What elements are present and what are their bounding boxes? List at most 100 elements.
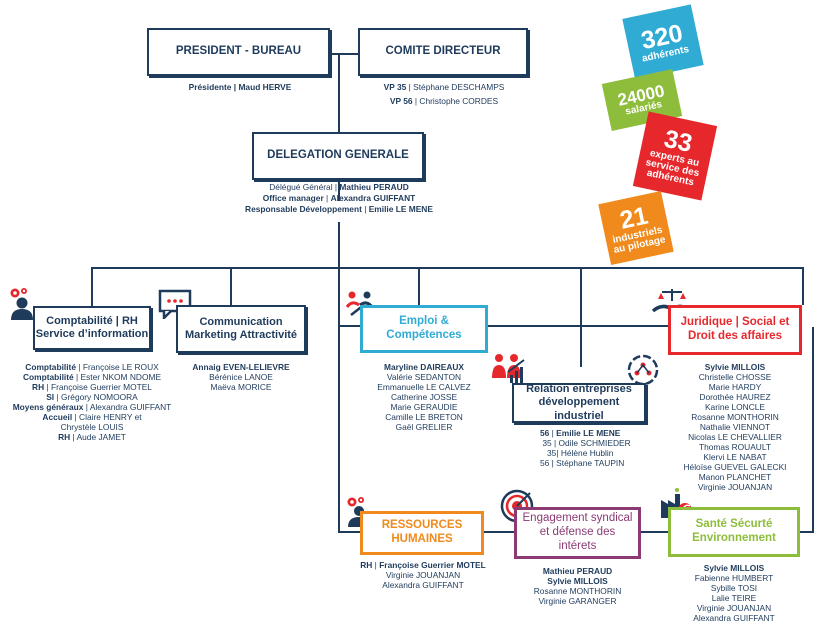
member-line: SI | Grégory NOMOORA xyxy=(46,392,138,402)
member-line: Christelle CHOSSE xyxy=(698,372,772,382)
rh-title: RESSOURCES HUMAINES xyxy=(381,519,463,545)
people-gears-icon xyxy=(10,288,33,320)
engagement-box: Engagement syndical et défense des intér… xyxy=(514,507,641,559)
line-delegation-down xyxy=(338,179,340,201)
member-line: Alexandra GUIFFANT xyxy=(693,613,775,623)
line-drop-communication xyxy=(230,267,232,305)
member-line: Sybille TOSI xyxy=(710,583,758,593)
member-line: Présidente | Maud HERVE xyxy=(188,82,292,92)
member-line: Office manager | Alexandra GUIFFANT xyxy=(262,193,416,203)
line-emploi-right xyxy=(488,325,668,327)
line-bottom-engagement-sante xyxy=(640,531,670,533)
network-gear-icon xyxy=(627,354,659,386)
line-to-emploi xyxy=(338,325,360,327)
member-line: Karine LONCLE xyxy=(704,402,766,412)
member-line: 35 | Odile SCHMIEDER xyxy=(542,438,631,448)
member-line: Thomas ROUAULT xyxy=(699,442,771,452)
member-line: 35| Hélène Hublin xyxy=(546,448,614,458)
member-line: Comptabilité | Ester NKOM NDOME xyxy=(22,372,162,382)
member-line: Alexandra GUIFFANT xyxy=(382,580,464,590)
member-line: Emmanuelle LE CALVEZ xyxy=(377,382,471,392)
member-line: 56 | Stéphane TAUPIN xyxy=(540,458,625,468)
member-line: Nathalie VIENNOT xyxy=(699,422,771,432)
member-line: Lalie TEIRE xyxy=(711,593,757,603)
relation-members: 56 | Emilie LE MENE 35 | Odile SCHMIEDER… xyxy=(540,428,650,468)
member-line: Sylvie MILLOIS xyxy=(547,576,608,586)
member-line: Sylvie MILLOIS xyxy=(703,563,765,573)
delegation-box: DELEGATION GENERALE xyxy=(252,132,424,180)
member-line: Maryline DAIREAUX xyxy=(383,362,465,372)
member-line: Héloïse GUEVEL GALECKI xyxy=(683,462,787,472)
delegation-members: Délégué Général | Mathieu PERAUD Office … xyxy=(222,182,456,215)
member-line: Responsable Développement | Emilie LE ME… xyxy=(245,204,433,214)
line-drop-emploi xyxy=(418,267,420,305)
communication-title: Communication Marketing Attractivité xyxy=(184,315,298,341)
emploi-title: Emploi & Compétences xyxy=(386,315,462,341)
relation-box: Relation entreprises développement indus… xyxy=(512,383,646,423)
communication-members: Annaig EVEN-LELIEVRE Bérénice LANOE Maëv… xyxy=(181,362,301,392)
member-line: Bérénice LANOE xyxy=(209,372,273,382)
member-line: Camille LE BRETON xyxy=(385,412,463,422)
member-line: Comptabilité | Françoise LE ROUX xyxy=(25,362,159,372)
line-main-horizontal xyxy=(91,267,803,269)
relation-title: Relation entreprises développement indus… xyxy=(526,383,632,422)
member-line: Accueil | Claire HENRY et xyxy=(42,412,142,422)
member-line: Maëva MORICE xyxy=(210,382,272,392)
member-line: Délégué Général | Mathieu PERAUD xyxy=(269,182,409,192)
engagement-title: Engagement syndical et défense des intér… xyxy=(522,512,633,552)
member-line: Nicolas LE CHEVALLIER xyxy=(688,432,782,442)
member-line: Mathieu PERAUD xyxy=(542,566,613,576)
compta-title: Comptabilité | RH Service d’information xyxy=(35,314,149,340)
delegation-title: DELEGATION GENERALE xyxy=(267,149,409,162)
member-line: Rosanne MONTHORIN xyxy=(533,586,622,596)
stat-experts-label: experts au service des adhérents xyxy=(644,147,701,188)
sante-members: Sylvie MILLOIS Fabienne HUMBERT Sybille … xyxy=(668,563,800,623)
member-line: Virginie JOUANJAN xyxy=(385,570,461,580)
rh-members: RH | Françoise Guerrier MOTEL Virginie J… xyxy=(350,560,496,590)
line-drop-compta xyxy=(91,267,93,307)
line-to-sante xyxy=(800,531,814,533)
member-line: VP 56 | Christophe CORDES xyxy=(389,96,499,106)
sante-box: Santé Sécurté Environnement xyxy=(668,507,800,557)
line-left-vertical xyxy=(338,269,340,532)
member-line: Sylvie MILLOIS xyxy=(704,362,766,372)
member-line: Catherine JOSSE xyxy=(390,392,458,402)
line-top-horizontal xyxy=(330,53,360,55)
member-line: Manon PLANCHET xyxy=(698,472,772,482)
comite-members: VP 35 | Stéphane DESCHAMPS VP 56 | Chris… xyxy=(360,82,528,106)
member-line: VP 35 | Stéphane DESCHAMPS xyxy=(383,82,505,92)
member-line: Fabienne HUMBERT xyxy=(694,573,774,583)
rh-box: RESSOURCES HUMAINES xyxy=(360,511,484,555)
line-drop-relation xyxy=(580,267,582,367)
member-line: Dorothée HAUREZ xyxy=(699,392,771,402)
compta-box: Comptabilité | RH Service d’information xyxy=(33,306,151,350)
comite-box: COMITE DIRECTEUR xyxy=(358,28,528,76)
member-line: Rosanne MONTHORIN xyxy=(691,412,779,422)
stat-industriels-label: industriels au pilotage xyxy=(611,224,667,256)
member-line: 56 | Emilie LE MENE xyxy=(540,428,621,438)
member-line: Annaig EVEN-LELIEVRE xyxy=(192,362,290,372)
member-line: Valérie SEDANTON xyxy=(386,372,462,382)
member-line: RH | Aude JAMET xyxy=(58,432,126,442)
line-top-to-delegation xyxy=(338,55,340,133)
line-delegation-bottom xyxy=(338,222,340,268)
member-line: Gaël GRELIER xyxy=(395,422,453,432)
president-members: Présidente | Maud HERVE xyxy=(150,82,330,92)
comite-title: COMITE DIRECTEUR xyxy=(385,45,501,58)
president-title: PRESIDENT - BUREAU xyxy=(175,45,302,58)
line-bottom-rh-engagement xyxy=(483,531,515,533)
engagement-members: Mathieu PERAUD Sylvie MILLOIS Rosanne MO… xyxy=(514,566,641,606)
stat-adherents: 320 adhérents xyxy=(622,4,704,80)
member-line: Klervi LE NABAT xyxy=(703,452,767,462)
business-growth-icon xyxy=(492,354,525,383)
president-box: PRESIDENT - BUREAU xyxy=(147,28,330,76)
communication-box: Communication Marketing Attractivité xyxy=(176,305,306,353)
juridique-box: Juridique | Social et Droit des affaires xyxy=(668,305,802,355)
member-line: Moyens généraux | Alexandra GUIFFANT xyxy=(12,402,172,412)
member-line: RH | Françoise Guerrier MOTEL xyxy=(360,560,486,570)
sante-title: Santé Sécurté Environnement xyxy=(692,518,776,544)
stat-experts: 33 experts au service des adhérents xyxy=(632,111,718,201)
juridique-members: Sylvie MILLOIS Christelle CHOSSE Marie H… xyxy=(668,362,802,492)
stat-industriels: 21 industriels au pilotage xyxy=(598,191,674,265)
juridique-title: Juridique | Social et Droit des affaires xyxy=(680,316,790,342)
